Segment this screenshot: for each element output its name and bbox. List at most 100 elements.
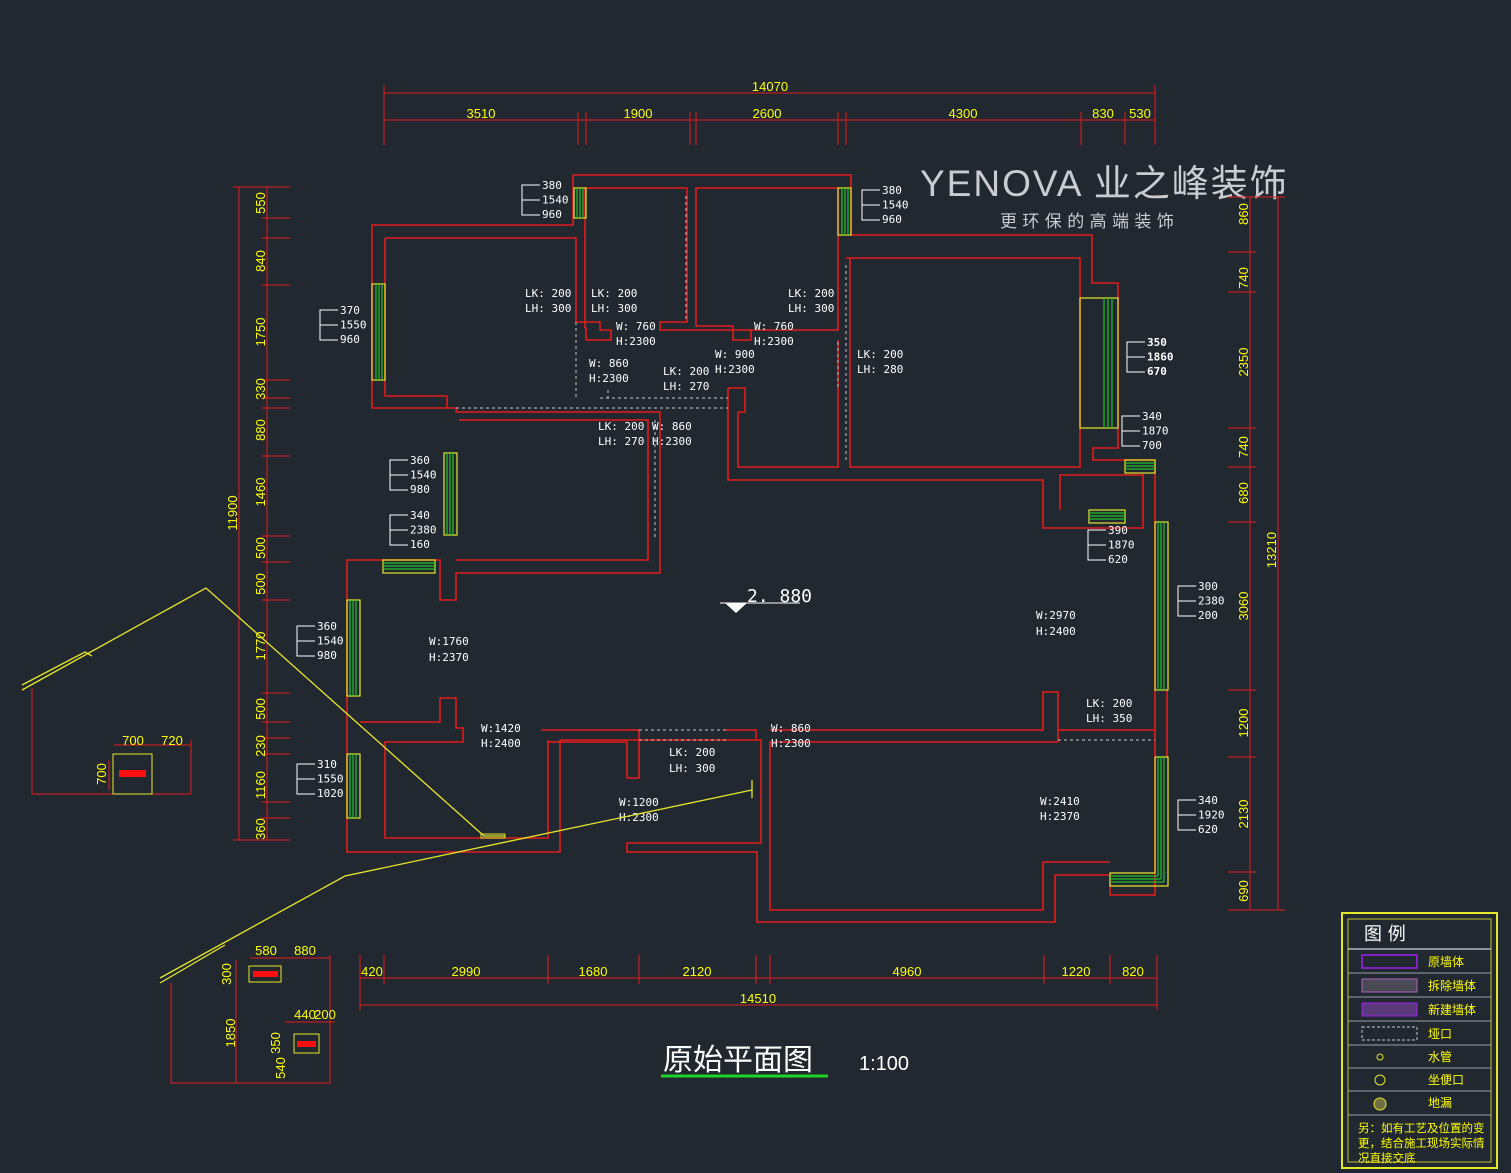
left-dim: 1160	[253, 771, 268, 799]
window-tag-value: 620	[1198, 823, 1218, 836]
window-tag-value: 980	[317, 649, 337, 662]
window	[443, 452, 458, 536]
brand-name: YENOVA 业之峰装饰	[920, 163, 1289, 204]
legend-swatch-demolish-wall	[1361, 978, 1418, 993]
bottom-dim: 1680	[579, 964, 608, 979]
window-tag-value: 620	[1108, 553, 1128, 566]
opening-label: W: 760	[616, 320, 656, 333]
right-dim: 3060	[1236, 592, 1251, 621]
opening-label: LH: 300	[788, 302, 834, 315]
top-total-dim: 14070	[752, 79, 788, 94]
window	[1124, 459, 1156, 474]
left-dim: 880	[253, 419, 268, 441]
legend-swatch-new-wall	[1361, 1002, 1418, 1017]
opening-label: LK: 200	[788, 287, 834, 300]
window-tag-value: 2380	[410, 524, 437, 537]
left-dimension-line: 11900 550 840 1750 330 880 1460 500 500 …	[225, 186, 290, 841]
opening-label: W:1200	[619, 796, 659, 809]
plan-scale: 1:100	[859, 1053, 909, 1075]
legend-swatch-opening	[1361, 1026, 1418, 1041]
right-dim: 860	[1236, 203, 1251, 225]
bottom-dim: 2120	[683, 964, 712, 979]
left-dim: 840	[253, 250, 268, 272]
windows	[346, 187, 1169, 887]
window-tag-value: 340	[410, 509, 430, 522]
window	[1079, 297, 1119, 429]
legend-item-label: 坐便口	[1428, 1073, 1464, 1087]
opening-label: W:1760	[429, 635, 469, 648]
elevation-mark: 2. 880	[720, 586, 812, 613]
top-dim: 830	[1092, 106, 1114, 121]
legend-title: 图 例	[1364, 924, 1406, 945]
legend-item-label: 地漏	[1428, 1096, 1452, 1110]
opening-label: W:2970	[1036, 609, 1076, 622]
window-tag-value: 1550	[340, 319, 367, 332]
window-tag-value: 370	[340, 304, 360, 317]
window-tag-value: 1550	[317, 773, 344, 786]
legend-item-label: 原墙体	[1428, 955, 1464, 969]
window-tag-value: 380	[882, 184, 902, 197]
fixture-b-h: 300	[219, 963, 234, 985]
legend-note-line: 另：如有工艺及位置的变	[1358, 1121, 1485, 1135]
left-dim: 330	[253, 378, 268, 400]
right-dim: 740	[1236, 267, 1251, 289]
window	[382, 559, 436, 574]
left-dim: 1770	[253, 632, 268, 661]
window-tag-value: 1860	[1147, 351, 1174, 364]
opening-label: H:2300	[616, 335, 656, 348]
legend-item-label: 拆除墙体	[1428, 978, 1476, 993]
opening-label: LK: 200	[525, 287, 571, 300]
floor-drain-icon	[1373, 1097, 1387, 1111]
detail-leaders	[21, 587, 753, 984]
window-tag-value: 1020	[317, 787, 344, 800]
right-dimension-line: 13210 860 740 2350 740 680 3060 1200 213…	[1228, 196, 1285, 911]
bottom-dim: 2990	[452, 964, 481, 979]
window-tag-value: 960	[340, 333, 360, 346]
opening-label: H:2370	[1040, 810, 1080, 823]
opening-label: W:2410	[1040, 795, 1080, 808]
fixture-c-h: 350	[268, 1032, 283, 1054]
openings	[456, 196, 1155, 741]
brand-slogan: 更 环 保 的 高 端 装 饰	[1000, 212, 1174, 232]
fixture-c-h2: 540	[273, 1057, 288, 1079]
window-tag-value: 1540	[317, 635, 344, 648]
window-tag-value: 700	[1142, 439, 1162, 452]
fixture-a-w: 700	[122, 733, 144, 748]
window-tag-value: 310	[317, 758, 337, 771]
window-tag-value: 1540	[542, 194, 569, 207]
window	[346, 599, 361, 697]
opening-label: H:2300	[652, 435, 692, 448]
window	[837, 187, 852, 236]
elevation-value: 2. 880	[747, 586, 812, 607]
window	[371, 283, 386, 381]
window-tag-value: 960	[542, 208, 562, 221]
window-tag-value: 1540	[882, 199, 909, 212]
window-tag-value: 360	[410, 454, 430, 467]
opening-label: W:1420	[481, 722, 521, 735]
window-tag-value: 300	[1198, 580, 1218, 593]
top-dim: 4300	[949, 106, 978, 121]
bottom-total-dim: 14510	[740, 991, 776, 1006]
window-tag-value: 670	[1147, 365, 1167, 378]
window-tag-value: 200	[1198, 609, 1218, 622]
bottom-dim: 420	[361, 964, 383, 979]
drawing-title: 原始平面图 1:100	[661, 1043, 909, 1078]
left-dim: 500	[253, 573, 268, 595]
left-dim: 360	[253, 818, 268, 840]
opening-label: W: 860	[652, 420, 692, 433]
legend: 图 例 原墙体 拆除墙体 新建墙体 垭口 水管 坐便口 地漏 另：如有工艺及位置…	[1341, 912, 1498, 1169]
left-dim: 500	[253, 537, 268, 559]
fixture-b-w2: 880	[294, 943, 316, 958]
window-tag-value: 980	[410, 483, 430, 496]
left-dim: 230	[253, 735, 268, 757]
bottom-dimension-line: 420 2990 1680 2120 4960 1220 820 14510	[359, 955, 1158, 1010]
